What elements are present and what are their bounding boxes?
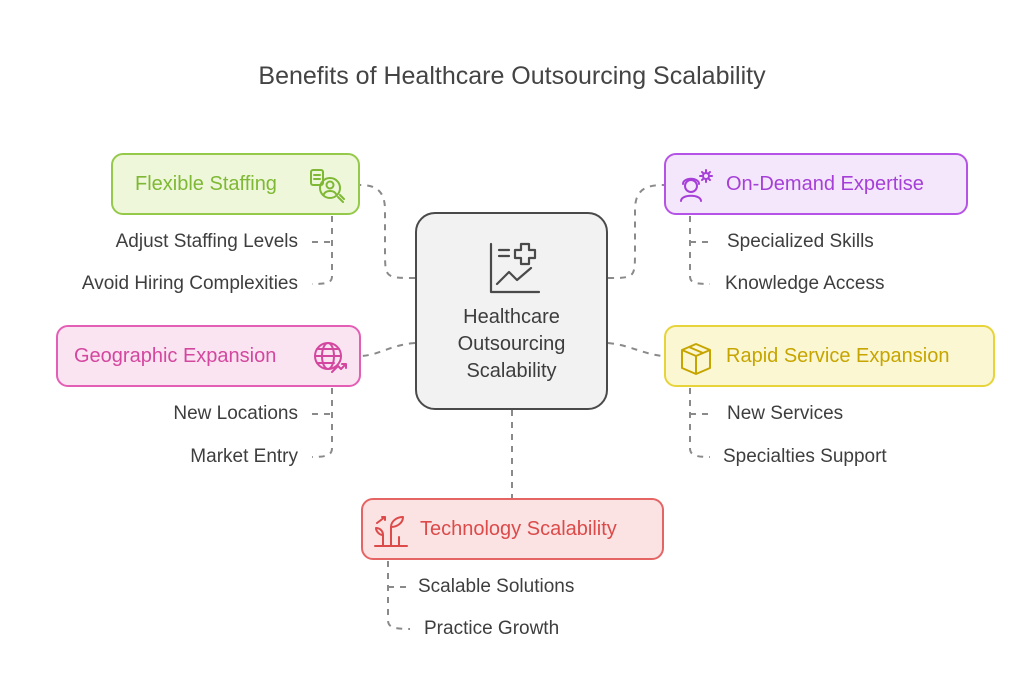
sub-item: Market Entry [190, 446, 298, 467]
diagram-title: Benefits of Healthcare Outsourcing Scala… [258, 62, 766, 90]
sub-item: Knowledge Access [725, 273, 885, 294]
link-geographic-expansion [360, 342, 416, 357]
sub-item: Specialized Skills [727, 231, 874, 252]
sub-item: Avoid Hiring Complexities [81, 273, 298, 294]
branch-rapid-service-expansion: Rapid Service Expansion [664, 325, 995, 387]
center-label: Healthcare Outsourcing Scalability [417, 304, 606, 385]
sub-item: New Services [727, 403, 844, 424]
branch-label: Geographic Expansion [74, 345, 277, 367]
sub-item: Scalable Solutions [418, 576, 575, 597]
link-rapid-service-expansion [607, 342, 665, 357]
branch-label: On-Demand Expertise [726, 173, 924, 195]
center-label-line: Outsourcing [457, 333, 566, 355]
sub-item: Specialties Support [723, 446, 887, 467]
link-flexible-staffing [359, 184, 416, 279]
branch-label: Rapid Service Expansion [726, 345, 950, 367]
branch-geographic-expansion: Geographic Expansion [56, 325, 361, 387]
expert-gear-icon [680, 169, 713, 202]
globe-growth-icon [314, 342, 347, 373]
box-icon [681, 343, 711, 375]
branch-label: Technology Scalability [420, 518, 617, 540]
center-label-line: Scalability [466, 360, 557, 382]
sub-item: New Locations [173, 403, 298, 424]
branch-flexible-staffing: Flexible Staffing [111, 153, 360, 215]
link-on-demand-expertise [607, 184, 665, 279]
health-chart-icon [489, 242, 541, 294]
plant-growth-icon [374, 516, 408, 547]
branch-label: Flexible Staffing [135, 173, 277, 195]
center-label-line: Healthcare [463, 306, 560, 328]
branch-on-demand-expertise: On-Demand Expertise [664, 153, 968, 215]
center-node: Healthcare Outsourcing Scalability [415, 212, 608, 410]
staff-badge-icon [310, 169, 345, 203]
sub-item: Practice Growth [424, 618, 560, 639]
branch-technology-scalability: Technology Scalability [361, 498, 664, 560]
sub-item: Adjust Staffing Levels [115, 231, 298, 252]
